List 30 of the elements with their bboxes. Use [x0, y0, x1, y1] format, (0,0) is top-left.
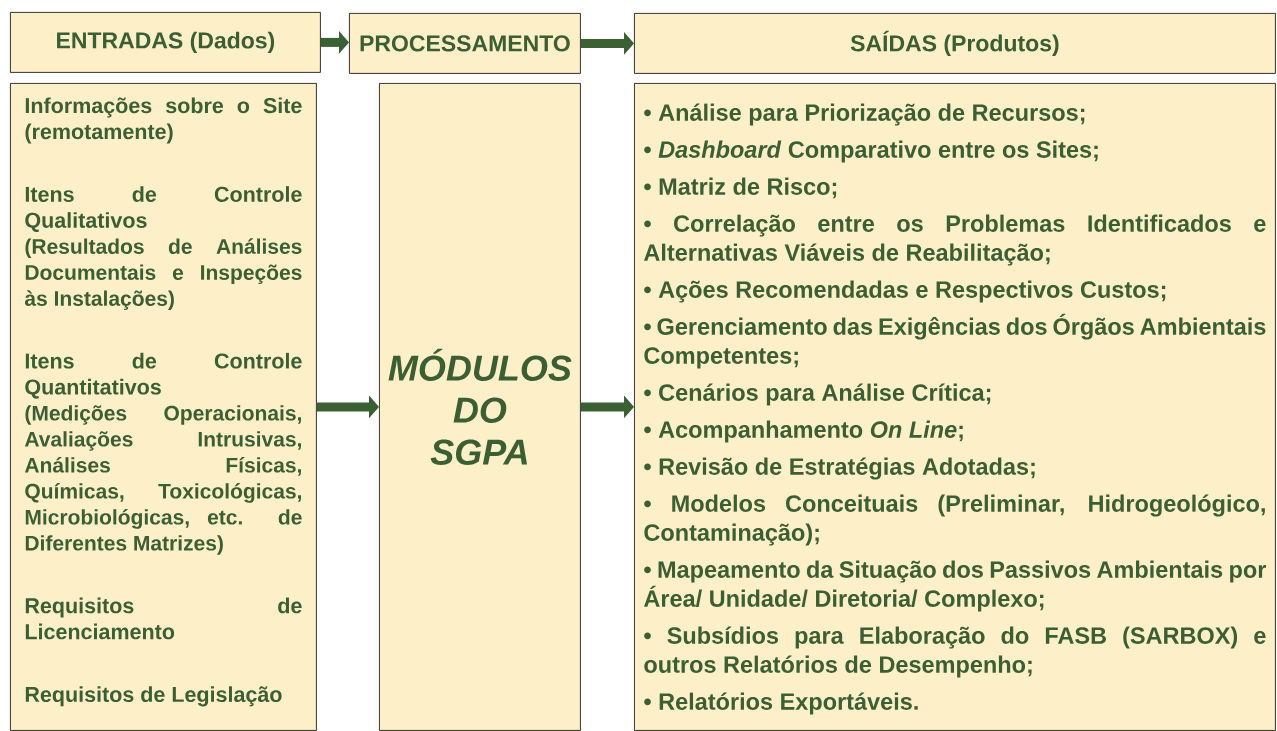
output-box — [634, 83, 1276, 731]
item-description: (Medições Operacionais, Avaliações Intrusivas, Análises Físicas, Químicas, Toxicológicas, Microbiológicas, etc. de Diferentes Matrizes) — [24, 405, 302, 555]
item-heading: Informações sobre o Site (remotamente) — [25, 97, 302, 144]
process-box — [379, 83, 581, 731]
item-description: (Resultados de Análises Documentais e Inspeções às Instalações) — [24, 238, 302, 311]
output-item: • Análise para Priorização de Recursos; — [644, 103, 1085, 126]
item-heading: Requisitos de Licenciamento — [25, 597, 302, 640]
output-item: • Revisão de Estratégias Adotadas; — [644, 457, 1035, 480]
item-heading: Itens de Controle Quantitativos — [25, 352, 302, 399]
output-item: • Ações Recomendadas e Respectivos Custos; — [644, 280, 1166, 303]
header-box — [10, 12, 321, 73]
output-item: • Relatórios Exportáveis. — [644, 692, 918, 715]
header-box — [634, 13, 1276, 74]
item-heading: Itens de Controle Qualitativos — [25, 186, 302, 232]
header-title: PROCESSAMENTO — [360, 35, 570, 52]
item-heading: Requisitos de Legislação — [25, 686, 282, 707]
output-item: • Modelos Conceituais (Preliminar, Hidrogeológico, Contaminação); — [644, 494, 1265, 546]
output-item: • Matriz de Risco; — [644, 177, 837, 199]
header-title: SAÍDAS (Produtos) — [850, 30, 1059, 56]
input-box — [10, 83, 317, 731]
output-item: • Dashboard Comparativo entre os Sites; — [644, 140, 1098, 163]
process-title: MÓDULOS DO SGPA — [388, 348, 572, 465]
output-item: • Subsídios para Elaboração do FASB (SARBOX) e outros Relatórios de Desempenho; — [644, 626, 1266, 678]
output-item: • Acompanhamento On Line; — [644, 420, 963, 443]
header-box — [349, 13, 581, 74]
output-item: • Cenários para Análise Crítica; — [644, 383, 991, 406]
output-item: • Mapeamento da Situação dos Passivos Ambientais por Área/ Unidade/ Diretoria/ Complexo; — [644, 560, 1267, 612]
header-title: ENTRADAS (Dados) — [57, 31, 275, 54]
output-item: • Correlação entre os Problemas Identificados e Alternativas Viáveis de Reabilitação; — [644, 214, 1266, 266]
output-item: • Gerenciamento das Exigências dos Órgãos Ambientais Competentes; — [644, 313, 1266, 369]
